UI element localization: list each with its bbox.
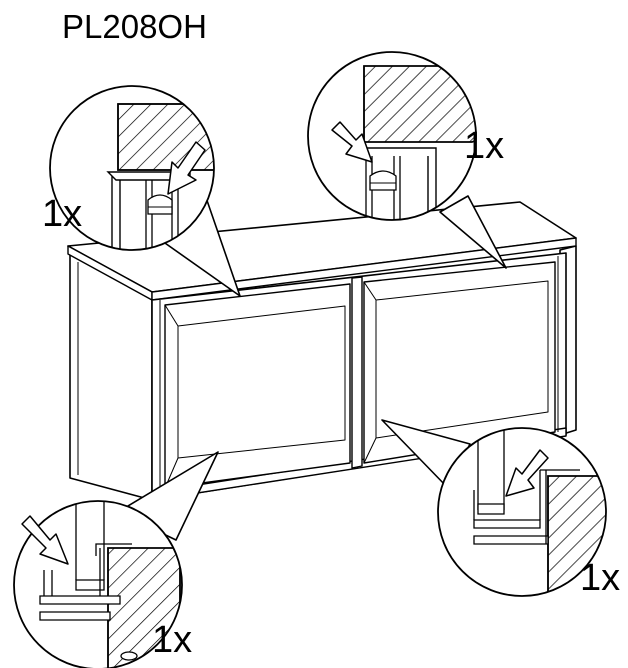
quantity-label: 1x: [152, 619, 192, 661]
arrow-icon: [505, 449, 549, 497]
quantity-label: 1x: [42, 193, 82, 235]
callout-top-right: 1x: [307, 51, 507, 269]
model-title: PL208OH: [62, 8, 207, 45]
left-sliding-door: [164, 283, 351, 489]
callout-bottom-right: 1x: [381, 419, 620, 599]
quantity-label: 1x: [580, 557, 620, 599]
arrow-icon: [21, 515, 69, 565]
callout-top-left: 1x: [42, 85, 241, 297]
arrow-icon: [331, 121, 373, 163]
callout-bottom-left: 1x: [13, 451, 219, 668]
arrow-icon: [167, 141, 206, 195]
right-sliding-door: [363, 261, 556, 464]
quantity-label: 1x: [464, 125, 504, 167]
